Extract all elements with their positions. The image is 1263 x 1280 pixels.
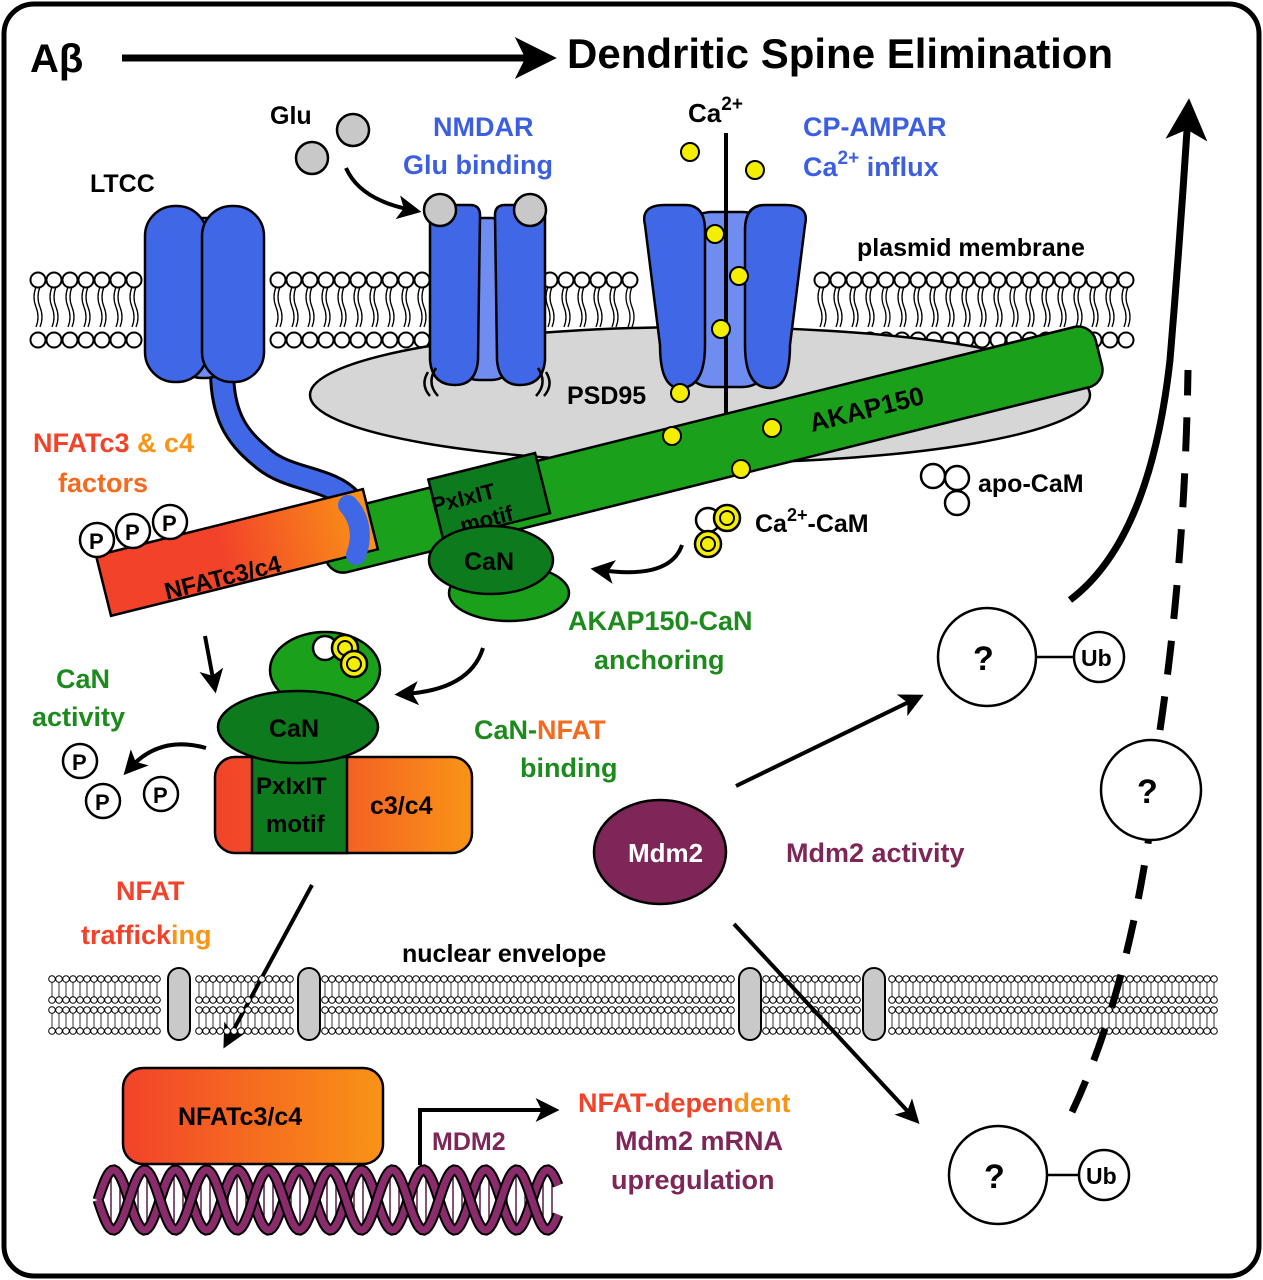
mdm2-gene-label: MDM2: [432, 1128, 506, 1156]
released-phospho: [142, 775, 180, 813]
phospho-group: [151, 503, 189, 541]
unknown-target-middle-label: ?: [1137, 773, 1158, 811]
phospho-group: [78, 521, 116, 559]
can-activity-label: CaN: [56, 664, 110, 694]
unknown-target-lower-label: ?: [984, 1158, 1005, 1196]
can-activity-label-line2: activity: [32, 702, 125, 732]
dephosphorylation-arrow: [123, 742, 207, 776]
mdm2-node: [592, 798, 728, 906]
nuclear-envelope: [48, 967, 1218, 1041]
cam-to-can-arrow: [590, 544, 684, 584]
nfat-trafficking-label-line2: trafficking: [81, 920, 212, 950]
calcium-label: Ca2+: [688, 94, 743, 128]
apo-cam: [919, 462, 971, 517]
glu-binding-arrow: [344, 167, 422, 220]
complex-c3c4-label: c3/c4: [370, 792, 433, 820]
complex-can-label: CaN: [269, 715, 319, 743]
psd95-label: PSD95: [567, 382, 646, 410]
nfat-factors-label: NFATc3 & c4: [33, 428, 194, 458]
glu-molecule: [294, 140, 330, 176]
mdm2-up-arrow: [735, 694, 924, 788]
ubiquitin-lower-label: Ub: [1086, 1163, 1117, 1189]
nmdar-label: NMDAR: [433, 112, 534, 142]
calcium-ion: [711, 319, 731, 339]
mdm2-node-label: Mdm2: [628, 838, 703, 868]
calcium-ion: [670, 383, 690, 403]
nfat-trafficking-arrow: [223, 884, 314, 1049]
phospho-group: [114, 512, 152, 550]
upregulation-label-line3: upregulation: [611, 1165, 775, 1195]
plasmid-membrane-label: plasmid membrane: [857, 234, 1085, 262]
elimination-solid-arrow: [1067, 98, 1208, 603]
can-nfat-binding-label-line2: binding: [520, 753, 617, 783]
can-to-complex-arrow: [394, 647, 485, 706]
nfat-cytosolic-bar: [94, 487, 380, 618]
glu-molecule: [335, 112, 371, 148]
nfat-trafficking-label: NFAT: [116, 876, 185, 906]
abeta-label: Aβ: [30, 37, 83, 81]
phospho-label: P: [89, 529, 104, 554]
can-nfat-binding-label: CaN-NFAT: [474, 715, 606, 745]
phospho-label: P: [125, 520, 140, 545]
nfat-down-arrow: [199, 635, 224, 694]
ca-cam-label: Ca2+-CaM: [755, 505, 869, 538]
nfat-nuclear-box: [121, 1066, 385, 1166]
ltcc-tail: [338, 495, 370, 565]
glu-label: Glu: [270, 102, 312, 130]
ubiquitin-upper-label: Ub: [1081, 645, 1112, 671]
ubiquitin-lower: [1077, 1148, 1131, 1202]
released-phospho: [84, 782, 122, 820]
can-anchored-label: CaN: [464, 548, 514, 576]
akap-can-anchoring-label-line2: anchoring: [594, 645, 725, 675]
phospho-label: P: [162, 511, 177, 536]
complex-motif-label: motif: [266, 811, 326, 838]
complex-pxixit-label: PxIxIT: [256, 773, 327, 800]
can-anchored: [427, 524, 571, 623]
released-phospho: [61, 742, 99, 780]
calcium-ion: [731, 459, 751, 479]
calcium-ion: [762, 418, 782, 438]
akap-can-anchoring-label: AKAP150-CaN: [568, 606, 753, 636]
calcium-ion: [662, 426, 682, 446]
released-phospho-label: P: [153, 783, 168, 808]
spine-elimination-title: Dendritic Spine Elimination: [567, 30, 1113, 77]
calcium-ion: [705, 224, 725, 244]
nfat-factors-label-line2: factors: [58, 468, 148, 498]
nfat-nuclear-label: NFATc3/c4: [178, 1103, 302, 1131]
upregulation-label: NFAT-dependent: [578, 1088, 791, 1118]
upregulation-label-line2: Mdm2 mRNA: [615, 1126, 783, 1156]
ubiquitin-upper: [1072, 630, 1126, 684]
cpampar-ca-influx-label: Ca2+ influx: [803, 148, 939, 182]
can-nfat-complex: [213, 630, 474, 855]
transcription-arrow: [418, 1098, 560, 1165]
nmdar-glu-binding-label: Glu binding: [403, 150, 553, 180]
apo-cam-label: apo-CaM: [978, 470, 1084, 498]
nmdar-channel: [422, 192, 551, 397]
nuclear-envelope-label: nuclear envelope: [402, 940, 606, 968]
unknown-target-middle: [1099, 738, 1203, 842]
mdm2-activity-label: Mdm2 activity: [786, 838, 965, 868]
cpampar-label: CP-AMPAR: [803, 112, 947, 142]
released-phospho-label: P: [95, 790, 110, 815]
mdm2-down-arrow: [732, 922, 920, 1125]
calcium-ion: [729, 266, 749, 286]
released-phospho-label: P: [72, 750, 87, 775]
ltcc-label: LTCC: [90, 170, 155, 198]
unknown-target-upper-label: ?: [973, 640, 994, 678]
calcium-ion: [680, 142, 700, 162]
calcium-ion: [745, 160, 765, 180]
dna-helix: [92, 1164, 564, 1236]
elimination-dashed-path: [1068, 369, 1192, 1114]
ca-cam: [693, 503, 742, 559]
